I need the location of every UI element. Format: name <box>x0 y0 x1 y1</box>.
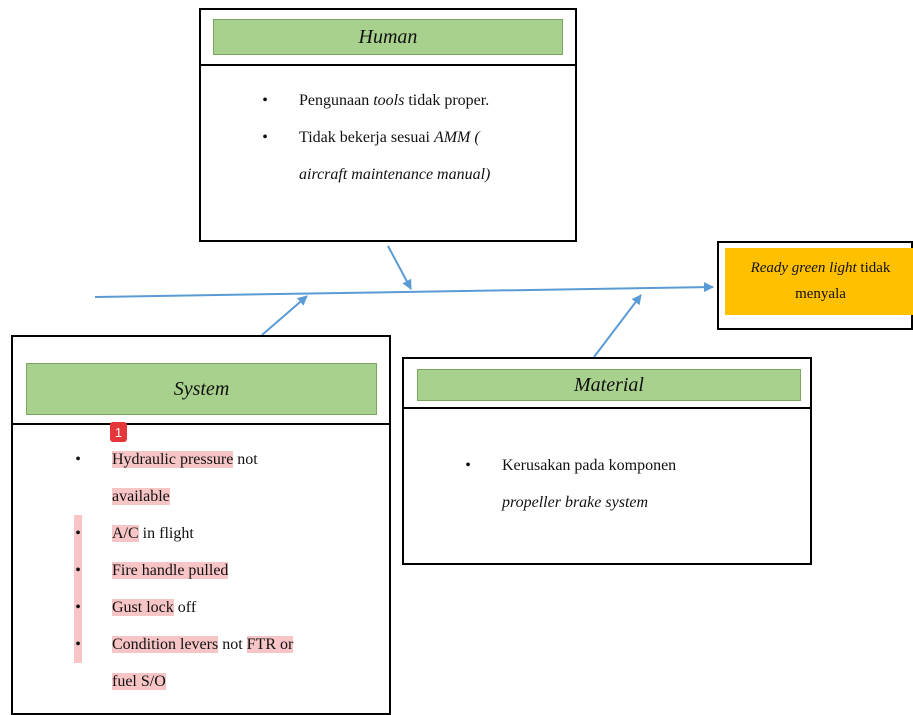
human-divider <box>201 64 575 66</box>
list-item-text: tools <box>373 92 405 109</box>
material-arrow <box>593 294 642 358</box>
bullet-icon: • <box>262 129 268 146</box>
list-item-text: Pengunaan <box>299 92 374 109</box>
list-item: • Gust lock off <box>74 589 293 626</box>
effect-line-2: menyala <box>795 286 846 302</box>
list-item-text: not <box>218 636 247 653</box>
bullet-icon: • <box>75 451 81 468</box>
list-item: • Condition levers not FTR or <box>74 626 294 663</box>
list-item: • A/C in flight <box>74 515 293 552</box>
list-item: • Pengunaan tools tidak proper. <box>262 82 490 119</box>
spine-arrow <box>94 282 714 298</box>
system-header: System <box>26 363 377 415</box>
material-title: Material <box>574 373 644 396</box>
human-arrow <box>387 245 412 290</box>
list-item-text: available <box>112 488 170 505</box>
bullet-icon: • <box>262 92 268 109</box>
list-item-text: aircraft maintenance manual) <box>299 166 491 183</box>
bullet-icon: • <box>74 626 82 663</box>
system-list: • Hydraulic pressure not available • A/C in … <box>74 441 294 700</box>
bullet-icon: • <box>74 515 82 552</box>
system-title: System <box>173 377 230 400</box>
list-item-text: AMM ( <box>433 129 480 146</box>
list-item-continuation: propeller brake system <box>502 484 676 521</box>
list-item-text: tidak proper. <box>404 92 490 109</box>
list-item-text: Tidak bekerja sesuai <box>299 129 434 146</box>
list-item-text: Hydraulic pressure <box>112 451 234 468</box>
list-item-text: Gust lock <box>112 599 174 616</box>
human-box: Human • Pengunaan tools tidak proper. • Tid… <box>199 8 577 242</box>
annotation-badge[interactable]: 1 <box>110 422 127 442</box>
effect-line-1-rest: tidak <box>856 260 891 276</box>
human-list: • Pengunaan tools tidak proper. • Tidak bek… <box>262 82 490 193</box>
list-item: • Tidak bekerja sesuai AMM ( <box>262 119 490 156</box>
effect-fill: Ready green light tidak menyala <box>725 248 913 315</box>
bullet-icon: • <box>74 589 82 626</box>
list-item-text: off <box>173 599 197 616</box>
human-header: Human <box>213 19 563 55</box>
human-title: Human <box>358 25 418 48</box>
list-item-text: Fire handle pulled <box>112 562 229 579</box>
effect-box: Ready green light tidak menyala <box>717 241 913 330</box>
effect-line-1-italic: Ready green light <box>750 260 857 276</box>
list-item-text: not <box>233 451 258 468</box>
system-divider <box>13 423 389 425</box>
list-item-text: FTR or <box>246 636 294 653</box>
list-item-text: fuel S/O <box>112 673 166 690</box>
list-item-continuation: fuel S/O <box>112 663 293 700</box>
list-item-continuation: aircraft maintenance manual) <box>299 156 490 193</box>
bullet-icon: • <box>74 552 82 589</box>
material-box: Material • Kerusakan pada komponen propell… <box>402 357 812 565</box>
list-item-continuation: available <box>112 478 293 515</box>
material-list: • Kerusakan pada komponen propeller brake … <box>465 447 677 521</box>
material-header: Material <box>417 369 801 401</box>
system-arrow <box>261 295 308 336</box>
list-item: • Kerusakan pada komponen <box>465 447 677 484</box>
list-item-text: A/C <box>112 525 139 542</box>
bullet-icon: • <box>465 457 471 474</box>
list-item: • Fire handle pulled <box>74 552 293 589</box>
list-item-text: Condition levers <box>112 636 219 653</box>
material-divider <box>404 407 810 409</box>
list-item: • Hydraulic pressure not <box>75 441 293 478</box>
list-item-text: propeller brake system <box>502 494 649 511</box>
effect-line-1: Ready green light tidak <box>725 260 913 277</box>
list-item-text: Kerusakan pada komponen <box>502 457 677 474</box>
list-item-text: in flight <box>138 525 194 542</box>
